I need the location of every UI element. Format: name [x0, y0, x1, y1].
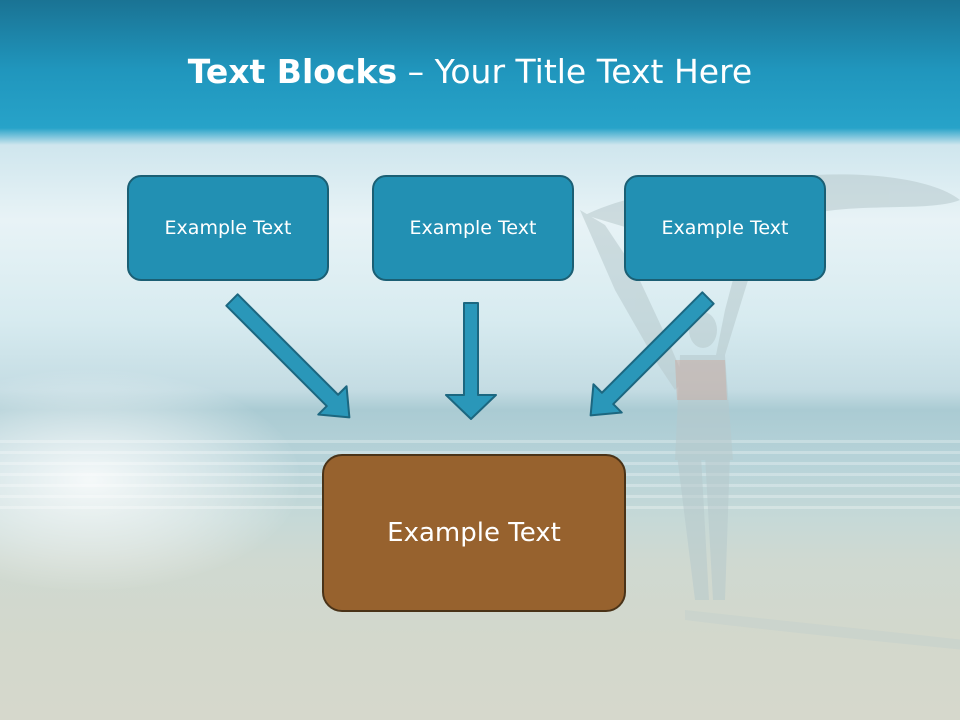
target-text-block[interactable]: Example Text	[322, 454, 626, 612]
slide-title: Text Blocks – Your Title Text Here	[0, 52, 940, 91]
down-right-arrow-icon	[225, 293, 351, 419]
down-arrow-icon	[445, 302, 497, 420]
title-bold-part: Text Blocks	[187, 52, 398, 91]
down-left-arrow-icon	[589, 291, 715, 417]
text-block-right[interactable]: Example Text	[624, 175, 826, 281]
text-block-center[interactable]: Example Text	[372, 175, 574, 281]
text-block-left[interactable]: Example Text	[127, 175, 329, 281]
title-dash: –	[397, 52, 435, 91]
title-rest: Your Title Text Here	[434, 52, 753, 91]
